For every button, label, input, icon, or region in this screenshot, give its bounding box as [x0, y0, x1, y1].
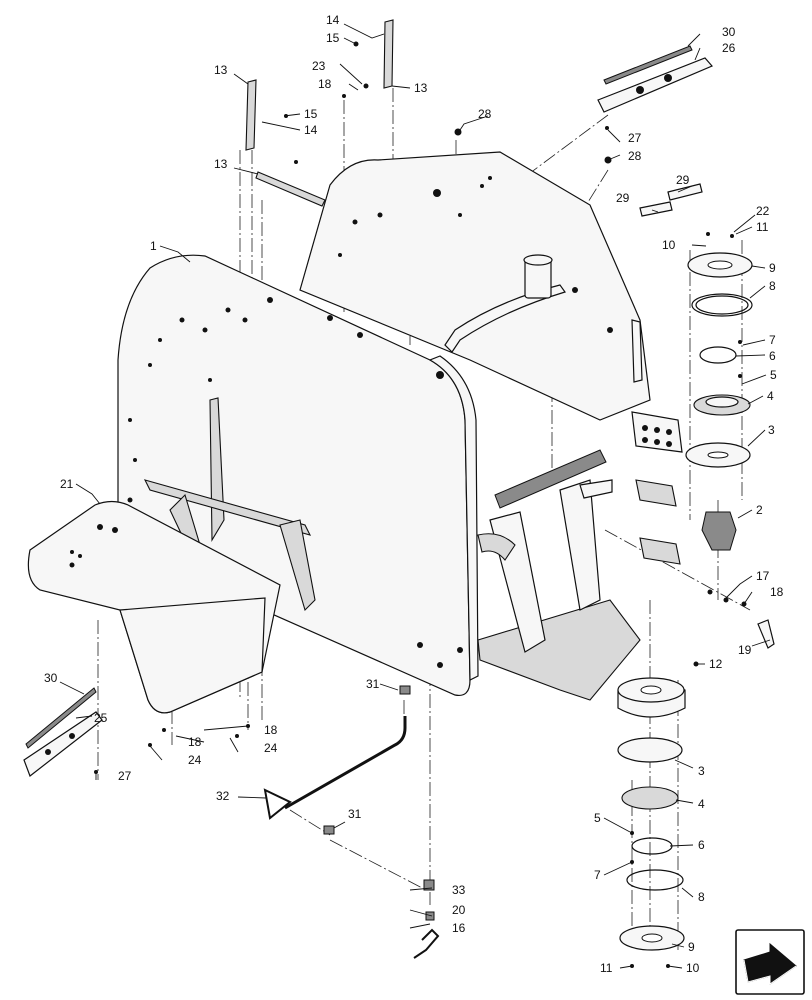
ring-6-upper: [699, 346, 737, 364]
callout-30a: 30: [722, 25, 736, 39]
plate-4-lower: [621, 786, 679, 810]
pad-29b: [639, 201, 673, 217]
callout-15a: 15: [326, 31, 340, 45]
callout-18c: 18: [770, 585, 784, 599]
fender: [27, 500, 281, 714]
callout-7b: 7: [594, 868, 601, 882]
plate-3-lower: [617, 737, 683, 763]
callout-18b: 18: [264, 723, 278, 737]
fitting-31-top: [399, 685, 411, 695]
leader-lines: [59, 23, 771, 969]
callout-6b: 6: [698, 838, 705, 852]
inner-bracket: [143, 397, 316, 612]
callout-7a: 7: [769, 333, 776, 347]
strip-30-left: [25, 687, 97, 749]
pin-16: [413, 928, 440, 959]
callout-10b: 10: [686, 961, 700, 975]
rear-frame-plate: [299, 151, 651, 421]
callout-3a: 3: [768, 423, 775, 437]
callout-21: 21: [60, 477, 74, 491]
callout-30b: 30: [44, 671, 58, 685]
chassis-base: [477, 449, 641, 701]
strip-13-left: [245, 79, 257, 151]
strip-13-mid: [255, 171, 326, 207]
callout-25: 25: [94, 711, 108, 725]
callout-9a: 9: [769, 261, 776, 275]
callout-14b: 14: [304, 123, 318, 137]
callout-20: 20: [452, 903, 466, 917]
callout-27a: 27: [628, 131, 642, 145]
pin-19: [757, 619, 775, 649]
strips: [23, 19, 713, 777]
bracket-26: [597, 57, 713, 113]
cross-tube: [444, 254, 643, 383]
rod-assembly: [263, 619, 775, 959]
callout-6a: 6: [769, 349, 776, 363]
callout-2: 2: [756, 503, 763, 517]
fitting-31-mid: [323, 825, 335, 835]
callout-29a: 29: [616, 191, 630, 205]
callout-17: 17: [756, 569, 770, 583]
bracket-25: [23, 711, 103, 777]
callout-12: 12: [709, 657, 723, 671]
next-page-arrow-icon[interactable]: [735, 929, 805, 995]
upper-turntable-stack: [685, 252, 753, 551]
ring-6-lower: [631, 837, 673, 855]
callout-9b: 9: [688, 940, 695, 954]
callout-13c: 13: [214, 157, 228, 171]
callout-22: 22: [756, 204, 770, 218]
callout-13b: 13: [414, 81, 428, 95]
main-side-plate: [117, 254, 479, 697]
callout-5b: 5: [594, 811, 601, 825]
callout-labels: 1 2 3 3 4 4 5 5 6 6 7 7 8 8 9 9 10 10 11…: [44, 13, 784, 975]
callout-3b: 3: [698, 764, 705, 778]
callout-15b: 15: [304, 107, 318, 121]
callout-32: 32: [216, 789, 230, 803]
callout-24b: 24: [264, 741, 278, 755]
callout-27b: 27: [118, 769, 132, 783]
callout-33: 33: [452, 883, 466, 897]
callout-18d: 18: [318, 77, 332, 91]
fitting-20: [425, 911, 435, 921]
callout-29b: 29: [676, 173, 690, 187]
strip-30-top: [603, 45, 693, 85]
callout-31a: 31: [366, 677, 380, 691]
callout-18a: 18: [188, 735, 202, 749]
callout-23: 23: [312, 59, 326, 73]
callout-8b: 8: [698, 890, 705, 904]
callout-11a: 11: [756, 220, 769, 234]
callout-31b: 31: [348, 807, 362, 821]
callout-8a: 8: [769, 279, 776, 293]
callout-28b: 28: [628, 149, 642, 163]
callout-1: 1: [150, 239, 157, 253]
ring-8-lower: [626, 869, 684, 891]
steps: [631, 411, 683, 565]
callout-26: 26: [722, 41, 736, 55]
callout-4b: 4: [698, 797, 705, 811]
callout-28a: 28: [478, 107, 492, 121]
callout-10a: 10: [662, 238, 676, 252]
callout-5a: 5: [770, 368, 777, 382]
callout-14a: 14: [326, 13, 340, 27]
callout-24a: 24: [188, 753, 202, 767]
callout-4a: 4: [767, 389, 774, 403]
fitting-33: [423, 879, 435, 891]
strip-13-top: [383, 19, 394, 89]
callout-13a: 13: [214, 63, 228, 77]
callout-16: 16: [452, 921, 466, 935]
callout-11b: 11: [600, 961, 613, 975]
ring-8-upper: [691, 293, 753, 317]
bushing-2: [701, 511, 737, 551]
callout-19: 19: [738, 643, 752, 657]
lower-turntable-stack: [617, 677, 686, 951]
